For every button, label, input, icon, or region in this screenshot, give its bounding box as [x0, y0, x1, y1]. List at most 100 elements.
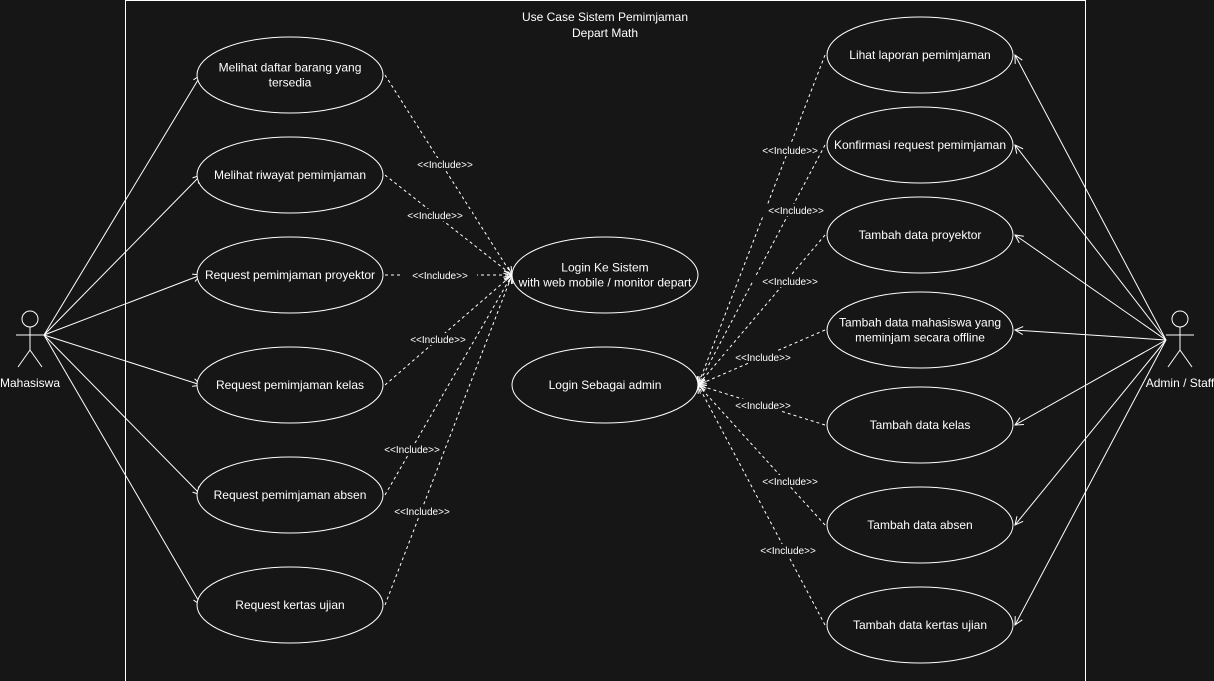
include-right-5: <<Include>> — [698, 385, 826, 426]
actor-admin-staff[interactable]: Admin / Staff — [1146, 310, 1214, 390]
use-case-ellipse — [826, 386, 1014, 464]
use-case-right-7[interactable]: Tambah data kertas ujian — [826, 586, 1014, 664]
include-label-bg — [726, 399, 800, 411]
include-line — [698, 144, 826, 385]
include-label-bg — [401, 333, 475, 345]
include-label-bg — [403, 269, 477, 281]
include-left-3: <<Include>> — [385, 269, 512, 282]
include-right-1: <<Include>> — [698, 54, 827, 385]
use-case-ellipse — [196, 456, 384, 534]
association-right-1 — [1015, 55, 1167, 341]
include-left-4: <<Include>> — [384, 275, 512, 386]
use-case-ellipse — [196, 346, 384, 424]
association-left-3 — [43, 275, 201, 336]
include-left-1: <<Include>> — [384, 74, 512, 275]
use-case-right-2[interactable]: Konfirmasi request pemimjaman — [826, 106, 1014, 184]
include-label: <<Include>> — [762, 146, 818, 157]
include-line — [698, 329, 826, 385]
association-left-1 — [43, 75, 201, 336]
include-label: <<Include>> — [735, 353, 791, 364]
include-label: <<Include>> — [407, 211, 463, 222]
use-case-left-3[interactable]: Request pemimjaman proyektor — [196, 236, 384, 314]
use-case-label: tersedia — [269, 76, 312, 90]
use-case-left-5[interactable]: Request pemimjaman absen — [196, 456, 384, 534]
use-case-label: Login Ke Sistem — [561, 261, 648, 275]
stick-figure-icon — [1166, 310, 1194, 368]
include-label-bg — [751, 544, 825, 556]
association-layer — [43, 55, 1167, 625]
include-right-6: <<Include>> — [698, 385, 827, 526]
use-case-ellipse — [826, 586, 1014, 664]
system-title-line1: Use Case Sistem Pemimjaman — [522, 10, 688, 24]
actor-mahasiswa[interactable]: Mahasiswa — [0, 310, 60, 390]
include-left-5: <<Include>> — [375, 275, 512, 496]
include-label-bg — [759, 204, 833, 216]
include-label: <<Include>> — [410, 335, 466, 346]
include-label: <<Include>> — [762, 477, 818, 488]
use-case-label: Tambah data kertas ujian — [853, 618, 987, 632]
use-case-ellipse — [196, 136, 384, 214]
include-left-6: <<Include>> — [384, 275, 512, 606]
include-label-bg — [398, 209, 472, 221]
use-case-left-2[interactable]: Melihat riwayat pemimjaman — [196, 136, 384, 214]
use-case-ellipse — [511, 236, 699, 314]
include-label-bg — [753, 475, 827, 487]
include-line — [384, 174, 512, 275]
use-case-right-1[interactable]: Lihat laporan pemimjaman — [826, 16, 1014, 94]
use-case-ellipse — [826, 291, 1014, 369]
include-label: <<Include>> — [394, 507, 450, 518]
use-case-label: Login Sebagai admin — [549, 378, 662, 392]
association-left-6 — [43, 334, 201, 605]
include-label-bg — [753, 144, 827, 156]
include-line — [384, 275, 512, 496]
include-label-bg — [753, 275, 827, 287]
include-label-bg — [385, 505, 459, 517]
association-right-4 — [1015, 330, 1167, 341]
use-case-right-5[interactable]: Tambah data kelas — [826, 386, 1014, 464]
use-case-ellipse — [196, 36, 384, 114]
include-line — [698, 385, 826, 626]
use-case-label: Tambah data proyektor — [859, 228, 982, 242]
usecase-layer: Melihat daftar barang yangtersediaMeliha… — [196, 16, 1014, 664]
use-case-label: Lihat laporan pemimjaman — [849, 48, 990, 62]
use-case-label: Tambah data absen — [867, 518, 972, 532]
use-case-ellipse — [826, 196, 1014, 274]
use-case-ellipse — [511, 346, 699, 424]
include-label: <<Include>> — [762, 277, 818, 288]
use-case-label: Melihat riwayat pemimjaman — [214, 168, 366, 182]
association-right-7 — [1015, 339, 1167, 625]
association-right-2 — [1015, 145, 1167, 341]
use-case-label: Request pemimjaman proyektor — [205, 268, 375, 282]
include-label-bg — [375, 443, 449, 455]
use-case-label: Tambah data kelas — [870, 418, 971, 432]
use-case-label: Tambah data mahasiswa yang — [839, 316, 1001, 330]
include-right-2: <<Include>> — [698, 144, 833, 385]
use-case-left-4[interactable]: Request pemimjaman kelas — [196, 346, 384, 424]
include-line — [698, 234, 826, 385]
use-case-right-3[interactable]: Tambah data proyektor — [826, 196, 1014, 274]
use-case-label: with web mobile / monitor depart — [518, 276, 692, 290]
association-left-2 — [43, 175, 201, 336]
include-label: <<Include>> — [417, 160, 473, 171]
include-layer: <<Include>> <<Include>> <<Include>> <<Inclu… — [375, 54, 833, 626]
use-case-ellipse — [826, 486, 1014, 564]
include-label: <<Include>> — [760, 546, 816, 557]
use-case-center-2[interactable]: Login Sebagai admin — [511, 346, 699, 424]
include-left-2: <<Include>> — [384, 174, 512, 275]
use-case-label: Melihat daftar barang yang — [219, 61, 362, 75]
include-label: <<Include>> — [735, 401, 791, 412]
use-case-label: Request pemimjaman absen — [214, 488, 367, 502]
association-right-6 — [1015, 339, 1167, 525]
use-case-ellipse — [196, 566, 384, 644]
association-right-3 — [1015, 235, 1167, 341]
system-boundary — [125, 0, 1086, 681]
use-case-right-6[interactable]: Tambah data absen — [826, 486, 1014, 564]
include-label-bg — [408, 158, 482, 170]
include-right-4: <<Include>> — [698, 329, 826, 385]
use-case-left-6[interactable]: Request kertas ujian — [196, 566, 384, 644]
association-left-4 — [43, 334, 201, 385]
